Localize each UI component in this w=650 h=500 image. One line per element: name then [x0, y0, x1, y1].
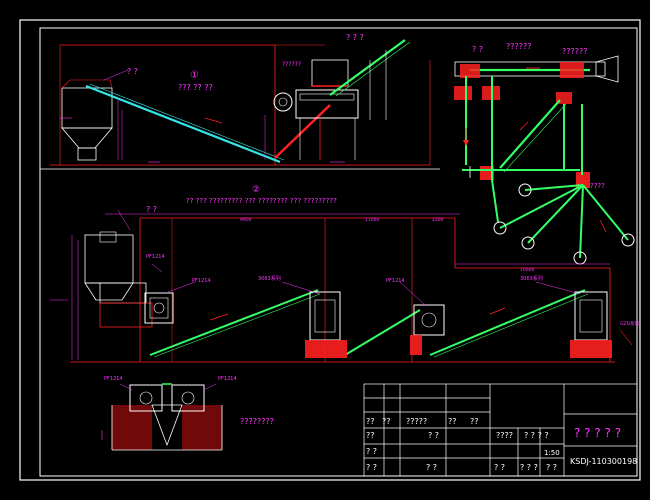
caption-top-plan: ??? ?? ??	[178, 83, 213, 92]
label-right-c: ??????	[562, 47, 587, 56]
caption-bottom-detail: ????????	[240, 417, 274, 426]
tb-cell-12: ? ?	[494, 463, 505, 472]
tb-cell-6: ? ?	[428, 431, 439, 440]
label-eq-6: GZD系列	[620, 320, 640, 327]
bottom-detail	[101, 383, 223, 451]
dim-2: 11000	[365, 217, 379, 223]
label-top-hopper: ? ?	[127, 67, 138, 76]
middle-section	[50, 209, 633, 363]
dim-3: 2300	[432, 217, 444, 223]
tb-cell-9: ? ?	[366, 447, 377, 456]
tb-cell-8: ? ? ? ?	[524, 431, 549, 440]
title-block	[363, 383, 638, 477]
right-view	[454, 55, 635, 265]
tb-cell-2: ?????	[406, 417, 427, 426]
label-middle-bin: ? ?	[146, 205, 157, 214]
dim-1: 9900	[240, 217, 252, 223]
title-block-main-title: ? ? ? ? ?	[574, 426, 621, 440]
circle-number-2: ②	[252, 185, 260, 195]
label-top-feeder: ? ? ?	[346, 33, 364, 42]
label-top-crusher: ??????	[282, 61, 301, 68]
label-right-d: ????	[590, 182, 605, 190]
outer-frame	[19, 19, 641, 481]
tb-cell-13: ? ? ?	[520, 463, 538, 472]
tb-cell-5: ??	[366, 431, 375, 440]
tb-cell-3: ??	[448, 417, 457, 426]
label-eq-3: PF1214	[386, 278, 405, 284]
drawing-number: KSDJ-110300198	[570, 457, 637, 466]
tb-cell-14: ? ?	[546, 463, 557, 472]
tb-cell-4: ??	[470, 417, 479, 426]
label-right-b: ??????	[506, 42, 531, 51]
inner-frame	[39, 27, 638, 477]
caption-middle-section: ?? ??? ????????? ??? ???????? ??? ??????…	[186, 197, 337, 205]
tb-cell-0: ??	[366, 417, 375, 426]
circle-number-1: ①	[190, 70, 199, 81]
label-eq-4: 3063系列	[258, 275, 281, 282]
top-plan	[50, 39, 431, 166]
dim-4: 10000	[520, 267, 534, 273]
tb-cell-1: ??	[382, 417, 391, 426]
label-right-a: ? ?	[472, 45, 483, 54]
label-bottom-right: PF1214	[218, 376, 237, 382]
label-eq-2: PF1214	[192, 278, 211, 284]
label-eq-1: PF1214	[146, 254, 165, 260]
drawing-scale: 1:50	[544, 449, 560, 457]
tb-cell-7: ????	[496, 431, 513, 440]
label-eq-5: 3063系列	[520, 275, 543, 282]
tb-cell-10: ? ?	[366, 463, 377, 472]
label-bottom-left: PF1214	[104, 376, 123, 382]
tb-cell-11: ? ?	[426, 463, 437, 472]
